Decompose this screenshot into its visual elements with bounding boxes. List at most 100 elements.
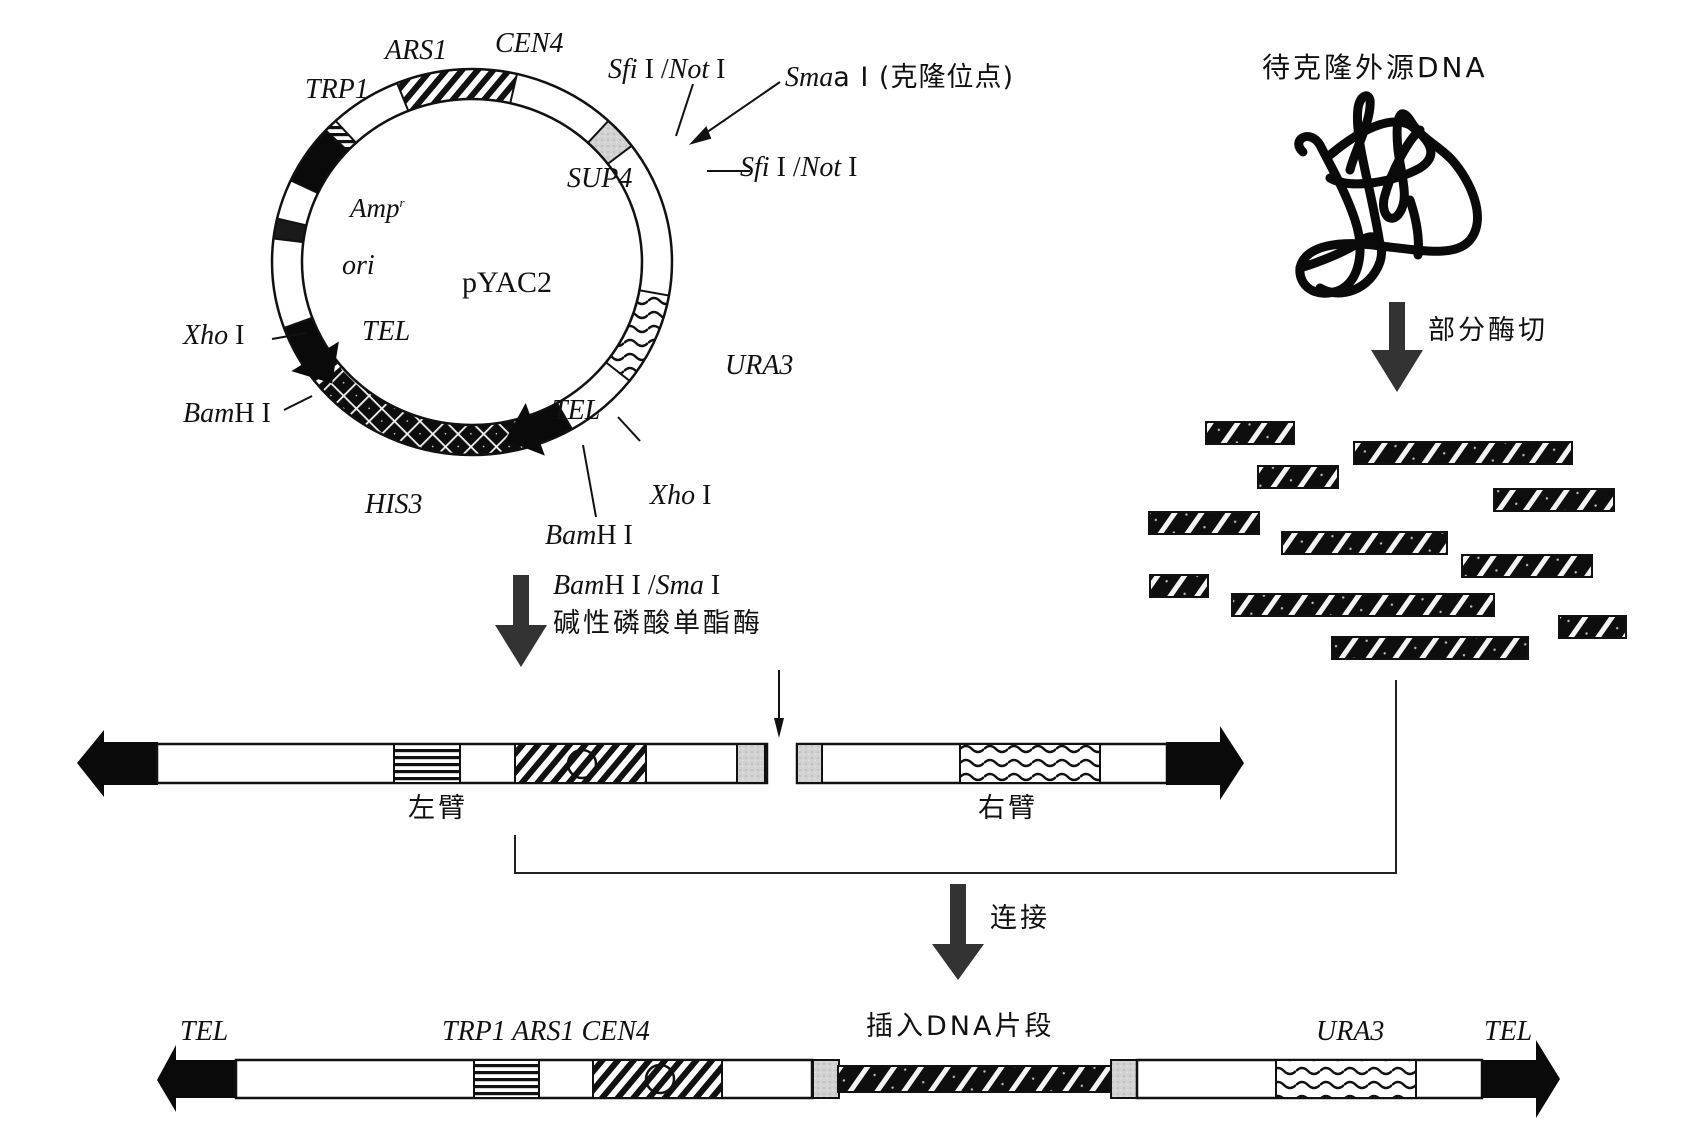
dna-fragment bbox=[1281, 531, 1448, 555]
label-yac-ura3: URA3 bbox=[1316, 1016, 1385, 1047]
sfi-text: Sfi bbox=[740, 152, 770, 183]
plasmid-inner-outline bbox=[300, 97, 644, 427]
dna-fragment bbox=[1353, 441, 1573, 465]
label-foreign-dna: 待克隆外源DNA bbox=[1262, 51, 1488, 84]
dna-fragment bbox=[1331, 636, 1529, 660]
not-suffix: I bbox=[709, 54, 726, 85]
leader-xho-left bbox=[271, 332, 307, 340]
sfi-text: Sfi bbox=[608, 54, 638, 85]
left-arm bbox=[77, 730, 769, 797]
dna-fragments bbox=[1148, 421, 1627, 660]
dna-fragment bbox=[1205, 421, 1295, 445]
label-bamh1-sma1-digest: BamH I /Sma I bbox=[553, 572, 720, 600]
left-arm-tel-arrow bbox=[77, 730, 158, 797]
yac-trp1 bbox=[473, 1059, 540, 1099]
label-yac-tel-right: TEL bbox=[1484, 1016, 1533, 1047]
sma-text: Sma bbox=[655, 570, 704, 601]
segment-his3 bbox=[317, 365, 522, 456]
left-arm-cen4 bbox=[514, 743, 647, 784]
label-sfi-not-top: Sfi I /Not I bbox=[608, 56, 725, 84]
sma-suffix: a I (克隆位点) bbox=[833, 62, 1014, 93]
bam-suffix: H I bbox=[596, 520, 633, 551]
leader-sfi-not-top bbox=[675, 83, 694, 137]
bam-suffix: H I bbox=[234, 398, 271, 429]
digest-arrow bbox=[495, 575, 547, 667]
site-leader-lines bbox=[271, 81, 781, 518]
label-trp1: TRP1 bbox=[305, 74, 369, 105]
left-arm-centromere-mark bbox=[566, 748, 598, 780]
xho-text: Xho bbox=[650, 480, 696, 511]
label-insert-dna: 插入DNA片段 bbox=[866, 1011, 1055, 1042]
leader-sma bbox=[699, 81, 781, 138]
dna-fragment bbox=[1257, 465, 1339, 489]
label-amp-superscript: r bbox=[399, 195, 405, 210]
label-bam-right: BamH I bbox=[545, 522, 633, 550]
label-ligation: 连接 bbox=[990, 903, 1050, 934]
yac-ura3 bbox=[1275, 1059, 1417, 1099]
right-arm-tel-arrow bbox=[1166, 726, 1244, 800]
not-text: Not bbox=[800, 152, 842, 183]
label-his3: HIS3 bbox=[365, 489, 423, 520]
label-sfi-not-bottom: Sfi I /Not I bbox=[740, 154, 857, 182]
dna-fragment bbox=[1493, 488, 1615, 512]
xho-suffix: I bbox=[695, 480, 712, 511]
cut-site-arrow bbox=[774, 670, 784, 738]
label-amp-text: Amp bbox=[350, 193, 400, 223]
sfi-suffix: I / bbox=[637, 54, 669, 85]
label-xho-right: Xho I bbox=[650, 482, 711, 510]
dna-fragment bbox=[1148, 511, 1260, 535]
leader-xho-right bbox=[617, 416, 641, 442]
label-ampr: Ampr bbox=[350, 195, 405, 222]
label-yac-genes-left: TRP1 ARS1 CEN4 bbox=[442, 1016, 650, 1047]
sma-text: Sma bbox=[785, 62, 834, 93]
tel-left-arrowhead bbox=[291, 341, 339, 384]
partial-digest-arrow bbox=[1371, 302, 1423, 392]
label-left-arm: 左臂 bbox=[408, 793, 468, 824]
left-arm-trp1 bbox=[393, 743, 461, 784]
label-cen4: CEN4 bbox=[495, 28, 564, 59]
yac-right-tel-arrow bbox=[1481, 1040, 1560, 1118]
yac-left-tel-arrow bbox=[157, 1045, 237, 1112]
bam-text: Bam bbox=[183, 398, 235, 429]
ligation-connector bbox=[514, 680, 1397, 874]
plasmid-name: pYAC2 bbox=[462, 266, 553, 299]
label-ori: ori bbox=[342, 250, 375, 281]
bam-text: Bam bbox=[545, 520, 597, 551]
plasmid-map bbox=[270, 67, 674, 457]
yac-insert bbox=[837, 1065, 1113, 1093]
label-ura3: URA3 bbox=[725, 350, 794, 381]
label-tel-right: TEL bbox=[552, 395, 601, 426]
xho-text: Xho bbox=[183, 320, 229, 351]
right-arm-sup4-end bbox=[796, 743, 823, 784]
not-text: Not bbox=[668, 54, 710, 85]
label-bam-left: BamH I bbox=[183, 400, 271, 428]
ligation-arrow bbox=[932, 884, 984, 980]
plasmid-outer-outline bbox=[270, 67, 674, 457]
label-partial-digest: 部分酶切 bbox=[1428, 315, 1548, 346]
dna-fragment bbox=[1149, 574, 1209, 598]
foreign-dna-tangle-icon bbox=[1294, 91, 1482, 298]
label-sma-cloning-site: Smaa I (克隆位点) bbox=[785, 64, 1014, 92]
sma-arrowhead bbox=[688, 126, 712, 145]
dna-fragment bbox=[1461, 554, 1593, 578]
sma-suffix: I bbox=[703, 570, 721, 601]
recombinant-yac bbox=[157, 1040, 1560, 1118]
bam-suffix: H I / bbox=[604, 570, 656, 601]
tel-right-arrowhead bbox=[505, 402, 545, 456]
label-yac-tel-left: TEL bbox=[180, 1016, 229, 1047]
left-arm-sup4-end bbox=[736, 743, 766, 784]
label-alkaline-phosphatase: 碱性磷酸单酯酶 bbox=[553, 608, 763, 639]
yac-centromere-mark bbox=[644, 1063, 676, 1095]
segment-cen4 bbox=[395, 68, 519, 113]
bam-text: Bam bbox=[553, 570, 605, 601]
sfi-suffix: I / bbox=[769, 152, 801, 183]
label-xho-left: Xho I bbox=[183, 322, 244, 350]
yac-sup4-right bbox=[1110, 1059, 1139, 1099]
label-tel-left: TEL bbox=[362, 316, 411, 347]
right-arm-ura3 bbox=[959, 743, 1101, 784]
xho-suffix: I bbox=[228, 320, 245, 351]
yac-sup4-left bbox=[812, 1059, 840, 1099]
right-arm bbox=[795, 726, 1244, 800]
